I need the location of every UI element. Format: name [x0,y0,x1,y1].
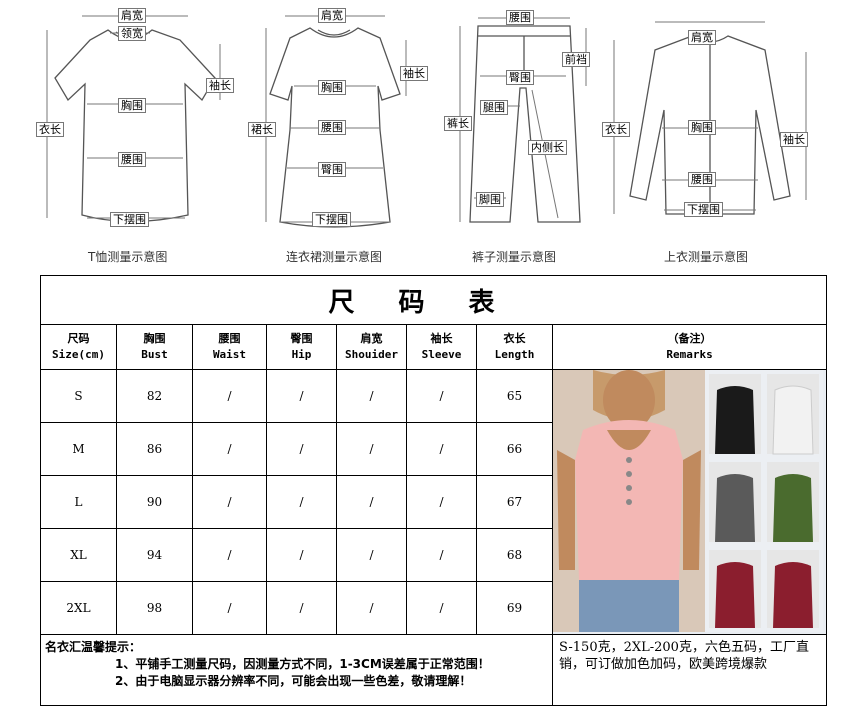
cell-bust: 94 [116,528,193,582]
dress-diagram: 肩宽 袖长 胸围 裙长 腰围 臀围 下摆围 连衣裙测量示意图 [240,0,440,272]
cell-hip: / [266,422,337,476]
cell-size: M [40,422,117,476]
label-inseam: 内侧长 [528,140,567,155]
table-row: S 82 / / / / 65 [40,369,828,635]
measurement-diagrams: 肩宽 领宽 袖长 胸围 衣长 腰围 下摆围 T恤测量示意图 肩宽 袖长 [0,0,847,272]
notes-line-2: 2、由于电脑显示器分辨率不同，可能会出现一些色差，敬请理解！ [115,674,472,688]
cell-sleeve: / [406,528,477,582]
cell-waist: / [192,369,267,423]
label-hem: 下摆围 [684,202,723,217]
label-rise: 前裆 [562,52,590,67]
label-waist: 腰围 [688,172,716,187]
cell-bust: 86 [116,422,193,476]
notes-title: 名衣汇温馨提示： [45,640,142,654]
size-chart-title: 尺码表 [39,275,828,325]
label-waist: 腰围 [318,120,346,135]
label-length: 衣长 [36,122,64,137]
cell-shoulder: / [336,422,407,476]
label-neck: 领宽 [118,26,146,41]
cell-hip: / [266,475,337,529]
label-bust: 胸围 [318,80,346,95]
pants-diagram: 腰围 前裆 臀围 腿围 裤长 内侧长 脚围 裤子测量示意图 [440,0,610,272]
top-caption: 上衣测量示意图 [664,250,749,264]
cell-hip: / [266,581,337,635]
cell-length: 65 [476,369,553,423]
model-photo-pink-tank [553,370,705,632]
cell-bust: 98 [116,581,193,635]
cell-shoulder: / [336,528,407,582]
dress-caption: 连衣裙测量示意图 [286,250,383,264]
label-hip: 臀围 [318,162,346,177]
cell-length: 67 [476,475,553,529]
cell-sleeve: / [406,581,477,635]
label-hem: 下摆围 [110,212,149,227]
cell-hip: / [266,528,337,582]
cell-bust: 82 [116,369,193,423]
notes-line-1: 1、平铺手工测量尺码，因测量方式不同，1-3CM误差属于正常范围！ [115,657,490,671]
cell-waist: / [192,581,267,635]
cell-length: 68 [476,528,553,582]
label-hem: 下摆围 [312,212,351,227]
pants-caption: 裤子测量示意图 [472,250,557,264]
product-spec: S-150克，2XL-200克，六色五码，工厂直销，可订做加色加码，欧美跨境爆款 [551,634,828,706]
label-waist: 腰围 [506,10,534,25]
cell-bust: 90 [116,475,193,529]
top-diagram: 肩宽 衣长 胸围 袖长 腰围 下摆围 上衣测量示意图 [600,0,830,272]
cell-shoulder: / [336,475,407,529]
cell-hip: / [266,369,337,423]
cell-length: 66 [476,422,553,476]
product-photo-collage [551,369,828,635]
label-hip: 臀围 [506,70,534,85]
label-waist: 腰围 [118,152,146,167]
care-notes: 名衣汇温馨提示： 1、平铺手工测量尺码，因测量方式不同，1-3CM误差属于正常范… [40,634,553,706]
label-shoulder: 肩宽 [118,8,146,23]
cell-length: 69 [476,581,553,635]
cell-waist: / [192,475,267,529]
label-sleeve: 袖长 [400,66,428,81]
cell-waist: / [192,422,267,476]
color-variants-grid [705,370,823,632]
cell-size: 2XL [40,581,117,635]
label-length: 裤长 [444,116,472,131]
cell-size: L [40,475,117,529]
label-length: 衣长 [602,122,630,137]
cell-sleeve: / [406,369,477,423]
label-leg-opening: 脚围 [476,192,504,207]
label-bust: 胸围 [688,120,716,135]
cell-sleeve: / [406,422,477,476]
label-thigh: 腿围 [480,100,508,115]
cell-size: XL [40,528,117,582]
label-bust: 胸围 [118,98,146,113]
label-shoulder: 肩宽 [318,8,346,23]
cell-sleeve: / [406,475,477,529]
cell-shoulder: / [336,369,407,423]
label-skirt-length: 裙长 [248,122,276,137]
header-remarks: （备注）Remarks [551,324,828,370]
table-row: 2XL 98 / / / / 69 [40,581,827,635]
tshirt-caption: T恤测量示意图 [88,250,168,264]
cell-size: S [40,369,117,423]
tshirt-diagram: 肩宽 领宽 袖长 胸围 衣长 腰围 下摆围 T恤测量示意图 [30,0,240,272]
table-row: XL 94 / / / / 68 [40,528,827,582]
label-sleeve: 袖长 [206,78,234,93]
cell-waist: / [192,528,267,582]
label-shoulder: 肩宽 [688,30,716,45]
label-sleeve: 袖长 [780,132,808,147]
cell-shoulder: / [336,581,407,635]
